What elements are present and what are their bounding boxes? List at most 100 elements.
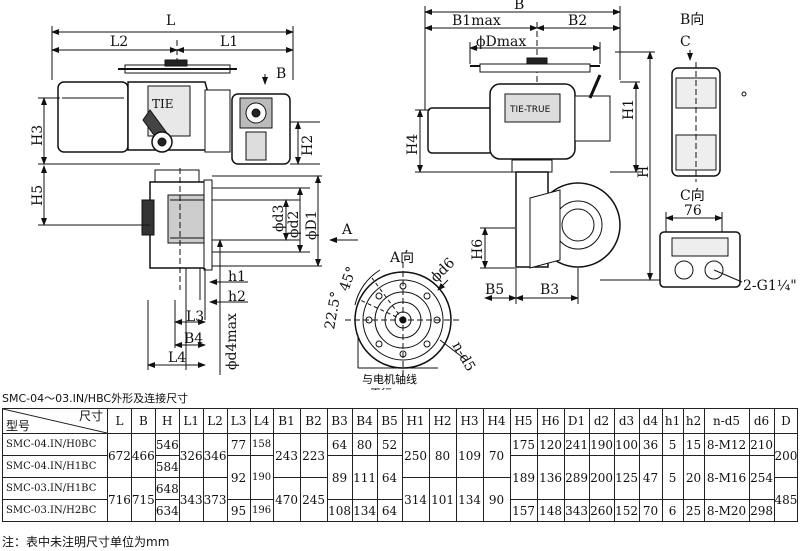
table-row: SMC-03.IN/H2BC 634 95 196 108 134 64 157… <box>2 499 798 522</box>
cell-H4: 70 <box>482 433 511 478</box>
table-header-row: 尺寸 型号 L B H L1 L2 L3 L4 B1 B2 B3 B4 B5 H… <box>2 408 799 434</box>
cell-B2: 245 <box>299 477 328 522</box>
front-view-labels: L L2 L1 B H3 H2 H5 ϕd3 ϕd2 ϕD1 A h1 h2 L… <box>30 13 353 370</box>
cell-H: 546 <box>154 433 180 456</box>
cell-H5: 189 <box>509 455 538 500</box>
cell-H4: 90 <box>482 477 511 522</box>
cell-B3: 64 <box>326 433 353 456</box>
col-header: D <box>773 408 799 434</box>
table-row: SMC-04.IN/H0BC 672 466 546 326 346 77 15… <box>2 433 799 478</box>
cell-H3: 109 <box>455 433 484 478</box>
dim-H3: H3 <box>30 125 46 146</box>
cell-h2: 20 <box>682 455 705 500</box>
cell-D1: 289 <box>563 455 590 500</box>
dim-L1: L1 <box>220 34 238 50</box>
cell-d3: 125 <box>613 455 640 500</box>
cell-h2: 15 <box>682 433 705 456</box>
cell-D1: 241 <box>563 433 590 456</box>
cell-H: 634 <box>154 499 180 522</box>
dim-L3: L3 <box>186 309 204 325</box>
col-header: d6 <box>748 408 775 434</box>
col-header: B4 <box>351 408 378 434</box>
dim-H: H <box>636 166 652 178</box>
dim-H6: H6 <box>470 239 486 260</box>
c-mark: C <box>680 34 691 50</box>
dim-H1: H1 <box>621 99 637 120</box>
cell-nd5: 8-M16 <box>703 455 750 500</box>
dimension-table: 尺寸 型号 L B H L1 L2 L3 L4 B1 B2 B3 B4 B5 H… <box>2 408 799 522</box>
cell-D: 200 <box>773 433 799 478</box>
cell-H6: 148 <box>536 499 565 522</box>
cell-nd5: 8-M20 <box>703 499 750 522</box>
cell-D: 485 <box>773 477 799 522</box>
cell-h1: 6 <box>661 499 684 522</box>
arrow-B-label: B <box>276 66 286 82</box>
dim-D1: ϕD1 <box>304 210 320 240</box>
dim-H5: H5 <box>30 185 46 206</box>
dim-B1max: B1max <box>452 13 501 29</box>
dim-d4max: ϕd4max <box>224 313 240 370</box>
view-B-title: B向 <box>680 12 704 28</box>
cell-d4: 47 <box>638 455 663 500</box>
cell-d4: 70 <box>638 499 663 522</box>
cell-B2: 223 <box>299 433 328 478</box>
side-view-labels: B B1max B2 ϕDmax H1 H H4 H6 B5 B3 <box>405 0 652 298</box>
dim-H2: H2 <box>300 135 316 156</box>
cell-B: 715 <box>130 477 156 522</box>
col-header: B1 <box>272 408 301 434</box>
col-header: H5 <box>509 408 538 434</box>
col-header: L2 <box>202 408 228 434</box>
table-caption: SMC-04～03.IN/HBC外形及连接尺寸 <box>2 392 189 405</box>
col-header: D1 <box>563 408 590 434</box>
units-note: 注：表中未注明尺寸单位为mm <box>2 535 170 549</box>
c-view <box>659 212 743 288</box>
angle-45: 45° <box>337 265 361 294</box>
cell-B4: 80 <box>351 433 378 456</box>
cell-H6: 120 <box>536 433 565 456</box>
flange-view-labels: A向 ϕd6 45° 22.5° n-d5 与电机轴线 平行 <box>322 250 478 390</box>
col-header: B3 <box>326 408 353 434</box>
view-A-title: A向 <box>389 250 414 266</box>
dim-h2: h2 <box>228 289 246 305</box>
cell-H5: 175 <box>509 433 538 456</box>
dim-76: 76 <box>684 203 702 219</box>
cell-L: 672 <box>107 433 132 478</box>
table-corner: 尺寸 型号 <box>2 408 108 434</box>
col-header: n-d5 <box>703 408 750 434</box>
b-view <box>671 50 747 182</box>
parallel-note: 平行 <box>370 387 392 390</box>
corner-model-label: 型号 <box>6 419 31 433</box>
dim-B2: B2 <box>568 13 587 29</box>
cell-B4: 111 <box>351 455 378 500</box>
cell-d2: 200 <box>588 455 615 500</box>
col-header: L3 <box>226 408 251 434</box>
model-cell: SMC-03.IN/H2BC <box>2 499 108 522</box>
col-header: B2 <box>299 408 328 434</box>
dim-B3: B3 <box>540 282 559 298</box>
corner-dimension-label: 尺寸 <box>78 409 103 423</box>
dim-L4: L4 <box>168 350 186 366</box>
dim-h1: h1 <box>228 269 246 285</box>
cell-B5: 52 <box>376 433 403 456</box>
col-header: H <box>154 408 180 434</box>
table-row: SMC-03.IN/H1BC 716 715 648 343 373 470 2… <box>2 477 799 522</box>
flange-view <box>345 262 467 378</box>
cell-nd5: 8-M12 <box>703 433 750 456</box>
cell-d6: 298 <box>748 499 775 522</box>
col-header: h2 <box>682 408 705 434</box>
dim-Dmax: ϕDmax <box>476 34 526 50</box>
cell-d4: 36 <box>638 433 663 456</box>
bc-view-labels: B向 C C向 76 2-G1¼" <box>680 12 797 294</box>
cell-L4: 196 <box>249 499 274 522</box>
dim-d2: ϕd2 <box>286 211 302 238</box>
cell-B: 466 <box>130 433 156 478</box>
cell-B4: 134 <box>351 499 378 522</box>
cell-d3: 100 <box>613 433 640 456</box>
svg-text:TIE: TIE <box>152 97 174 111</box>
dim-B: B <box>514 0 524 13</box>
dim-B4: B4 <box>184 331 203 347</box>
cell-H5: 157 <box>509 499 538 522</box>
cell-H1: 314 <box>401 477 430 522</box>
cell-L2: 346 <box>202 433 228 478</box>
col-header: H3 <box>455 408 484 434</box>
